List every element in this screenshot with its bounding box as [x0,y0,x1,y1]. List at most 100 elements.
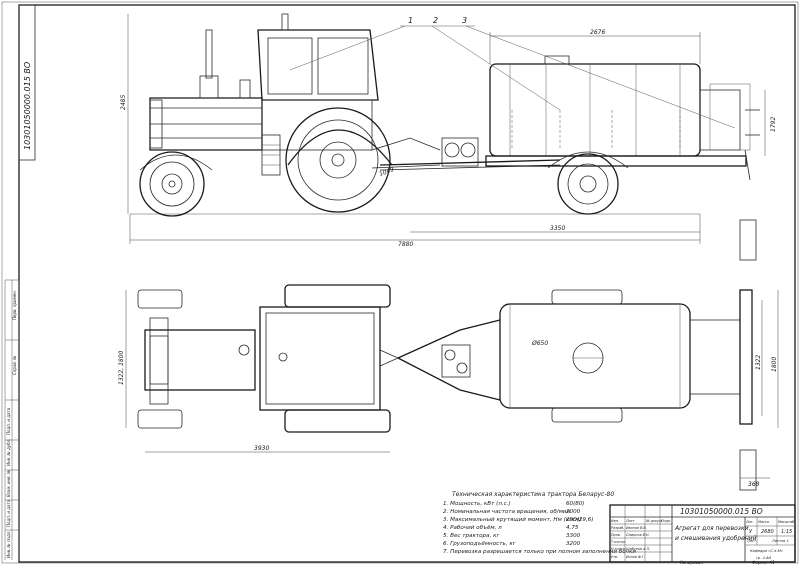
spec-item-label: 6. Грузоподъёмность, кг [443,541,516,547]
dim-trailer-width-a: 1322 [755,355,762,370]
plan-trailer-wheel-right [551,407,623,423]
plan-spreader [689,319,741,395]
side-label: Инв. № подл. [6,530,11,558]
rotated-code-box [18,4,36,161]
dim-overall-length: 7880 [398,241,413,248]
rear-fender [287,129,393,166]
rear-wheel [285,107,391,213]
spec-item-label: 5. Вес трактора, кг [443,533,499,539]
tb-role: Изм. [611,519,619,523]
exhaust-pipe [205,29,213,79]
tb-col-sign: Подп. [661,519,671,523]
plan-tank [499,303,691,409]
trailer-frame [485,155,747,167]
tb-title-line1: Агрегат для перевозки [674,525,749,532]
tractor-side [139,13,441,217]
dim-tractor-height: 2485 [120,95,127,110]
dim-plan-length: 3930 [254,445,269,452]
dim-hitch: 1049 [378,166,395,178]
drawbar [379,137,561,171]
tb-name: Шабунов А.П. [626,547,650,551]
callout-2: 2 [433,16,438,25]
plan-view: 1322, 1800 3930 Ø650 1322 1800 368 [118,219,779,491]
copied-label: Копировал [680,560,703,565]
plan-tractor-hood [144,329,256,391]
spec-item-value: 2000 [566,509,581,515]
tb-role: Утв. [611,555,618,559]
dim-tank-dia: Ø650 [531,340,548,347]
spreader-unit [699,89,741,151]
tb-sheet: Лист [746,539,757,543]
dim-track-width: 1322, 1800 [118,350,125,385]
side-label: Подп. и дата [6,499,11,527]
tb-mass-header: Масса [758,520,769,524]
plan-pump-unit [441,344,471,378]
tb-role: Т.контр. [611,540,626,544]
tb-name: Ионов Ф.Г. [626,555,645,559]
left-side-strip: Перв. примен. Справ. № Подп. и дата Инв.… [4,279,20,560]
dim-trailer-length: 3350 [550,225,565,232]
spec-item-label: 4. Рабочий объём, л [443,525,502,531]
front-wheel [139,151,205,217]
plan-trailer-wheel-left [551,289,623,305]
cab-window-side [317,37,369,95]
callouts: 1 2 3 [289,16,736,129]
plan-front-wheel-left [137,289,183,309]
tb-sheets: Листов 1 [771,539,789,543]
spec-item-label: 3. Максимальный крутящий момент, Нм (кгс… [443,517,582,523]
filler-neck [544,55,570,65]
plan-tractor-cab [259,306,381,411]
tb-org-1: Кафедра «С.Х.М» [750,549,783,553]
plan-rear-wheel-right [284,409,391,433]
side-label: Взам. инв. № [6,470,11,497]
tb-role: Пров. [611,533,621,537]
side-label: Перв. примен. [12,290,17,320]
tb-name: Смирнов В.Н. [626,533,650,537]
tb-col-doc: № докум. [645,519,663,523]
cab-window-front [267,37,313,95]
trailer-side [485,55,760,215]
tb-col-sheet: Лист [625,519,636,523]
dim-trailer-height: 1792 [770,117,777,132]
tractor-cab [257,29,379,101]
air-filter [199,75,219,99]
dim-top-width: 2676 [590,29,605,36]
dim-spreader-width: 368 [748,481,760,488]
trailer-fender [547,151,629,169]
plan-spreader-bar [739,289,753,425]
sheet-inner-frame [18,4,796,563]
trailer-wheel [557,153,619,215]
rear-linkage [371,137,441,151]
spreader-detail-top [739,219,757,261]
rotated-drawing-code: 10301050000.015 ВО [23,62,32,150]
side-label: Справ. № [12,356,17,375]
tb-role: Н.контр. [611,547,626,551]
tractor-transmission [261,99,373,151]
plan-rear-wheel-left [284,284,391,308]
side-label: Инв. № дубл. [6,439,11,466]
side-dimensions: 2676 2485 1792 1049 7880 3350 [120,14,777,248]
tb-org-2: гр. 4 АИ [756,556,771,560]
tech-specs: Техническая характеристика трактора Бела… [443,491,636,555]
radiator-grille [149,99,163,149]
callout-3: 3 [462,16,467,25]
tb-drawing-code: 10301050000.015 ВО [680,507,763,516]
specs-heading: Техническая характеристика трактора Бела… [452,491,614,498]
dim-trailer-width-b: 1800 [771,357,778,372]
plan-front-wheel-right [137,409,183,429]
format-label: Формат А1 [752,560,775,565]
tb-scale-header: Масштаб [778,520,794,524]
spreader-detail-bottom [739,449,757,491]
beacon-light [281,13,289,31]
tb-title-line2: и смешивания удобрений [675,535,757,542]
spec-item-label: 1. Мощность, кВт (л.с.) [443,501,511,507]
tank-side [489,63,701,157]
plan-drawbar [397,319,501,401]
spec-item-value: 3200 [566,541,581,547]
tb-role: Разраб. [611,526,624,530]
callout-1: 1 [408,16,413,25]
tb-mass: 2680 [761,529,774,535]
spec-item-label: 7. Перевозка разрешается только при полн… [443,549,636,555]
